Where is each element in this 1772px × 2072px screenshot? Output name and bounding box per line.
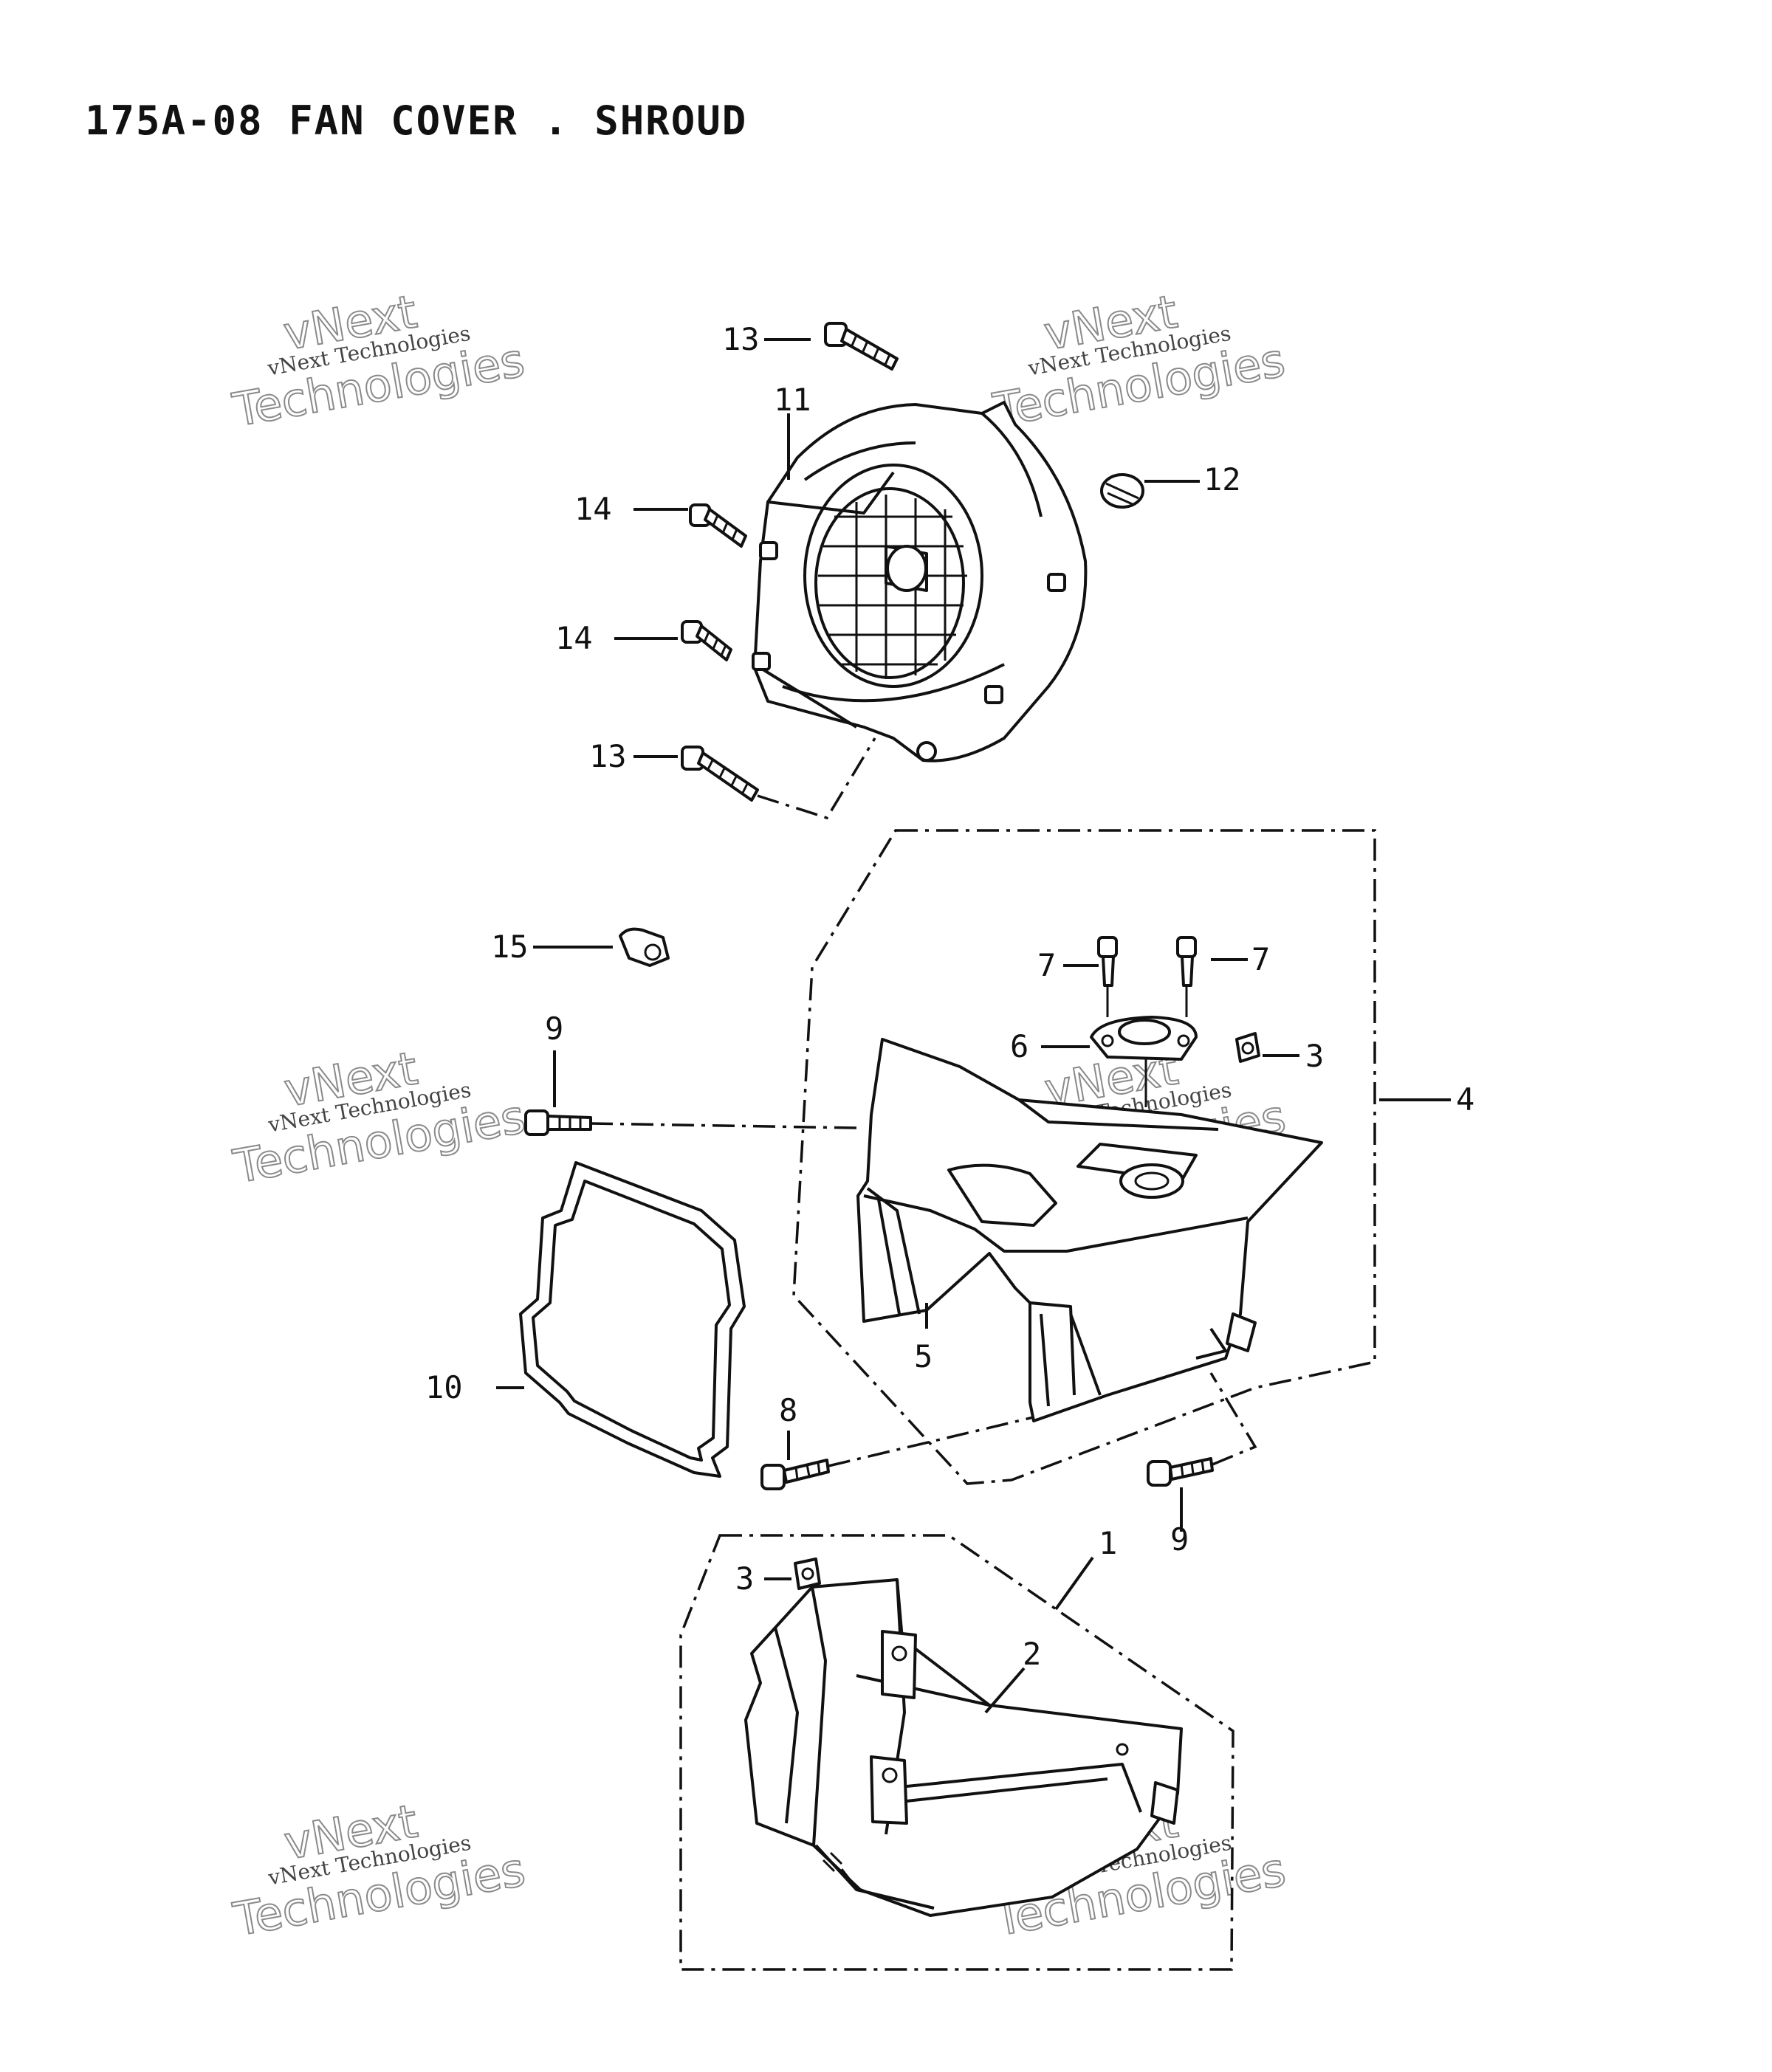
- bolt-part-9-left: [524, 1109, 592, 1136]
- callout-1: 1: [1099, 1525, 1117, 1561]
- callout-13-bottom: 13: [589, 738, 627, 774]
- bolt-part-13-bottom: [681, 746, 759, 802]
- callout-12: 12: [1203, 461, 1241, 498]
- diagram-title: 175A-08 FAN COVER . SHROUD: [85, 97, 747, 144]
- screw-part-7-right: [1176, 936, 1197, 987]
- screw-part-7-left: [1097, 936, 1118, 987]
- nut-part-3-lower: [794, 1558, 821, 1590]
- bolt-part-13-top: [824, 322, 899, 371]
- bolt-part-8: [760, 1459, 830, 1490]
- bolt-part-9-right: [1147, 1457, 1214, 1487]
- callout-2: 2: [1023, 1636, 1041, 1672]
- callout-9-left: 9: [545, 1011, 563, 1047]
- plate-part-6: [1090, 1016, 1198, 1061]
- callout-6: 6: [1010, 1028, 1028, 1064]
- watermark-middle-left: vNext vNext Technologies Technologies: [229, 1040, 530, 1194]
- callout-11: 11: [774, 382, 811, 418]
- callout-4: 4: [1456, 1081, 1474, 1118]
- bolt-part-14-upper: [689, 503, 747, 548]
- watermark-top-left: vNext vNext Technologies Technologies: [228, 283, 529, 438]
- bolt-part-14-lower: [681, 620, 732, 661]
- callout-numbers: 13 11 12 14 14 13 15 9 7 7 6 3 4 5 8 10 …: [425, 321, 1474, 1672]
- bolt-8-guide-line: [828, 1416, 1034, 1467]
- watermark-bottom-left: vNext vNext Technologies Technologies: [229, 1793, 530, 1947]
- bolt-9-guide-line: [590, 1122, 857, 1129]
- callout-7-left: 7: [1037, 947, 1056, 983]
- callout-14-upper: 14: [574, 491, 612, 527]
- watermark-top-right: vNext vNext Technologies Technologies: [989, 283, 1290, 438]
- bolt-9-right-guide: [1209, 1372, 1257, 1466]
- callout-5: 5: [914, 1338, 933, 1374]
- callout-10: 10: [425, 1369, 463, 1405]
- clip-part-15: [619, 927, 670, 967]
- callout-15: 15: [491, 929, 529, 965]
- fan-cover-part-11: [752, 401, 1088, 763]
- shroud-part-5: [856, 1038, 1323, 1422]
- assembly-1-boundary: [679, 1534, 1234, 1971]
- shroud-part-2: [744, 1578, 1183, 1917]
- grommet-part-12: [1100, 473, 1144, 509]
- callout-14-lower: 14: [555, 620, 593, 656]
- bolt-13-guide-line: [757, 737, 876, 820]
- callout-3-lower: 3: [735, 1560, 754, 1597]
- nut-part-3-upper: [1235, 1032, 1260, 1063]
- callout-9-right: 9: [1170, 1521, 1189, 1558]
- plate-assembly-guides: [1106, 985, 1188, 1107]
- leader-lines: [496, 338, 1451, 1714]
- callout-3-upper: 3: [1305, 1038, 1324, 1074]
- assembly-4-boundary: [792, 829, 1376, 1485]
- callout-8: 8: [779, 1392, 797, 1428]
- gasket-part-10: [519, 1161, 746, 1478]
- callout-13-top: 13: [722, 321, 760, 357]
- callout-7-right: 7: [1251, 941, 1270, 977]
